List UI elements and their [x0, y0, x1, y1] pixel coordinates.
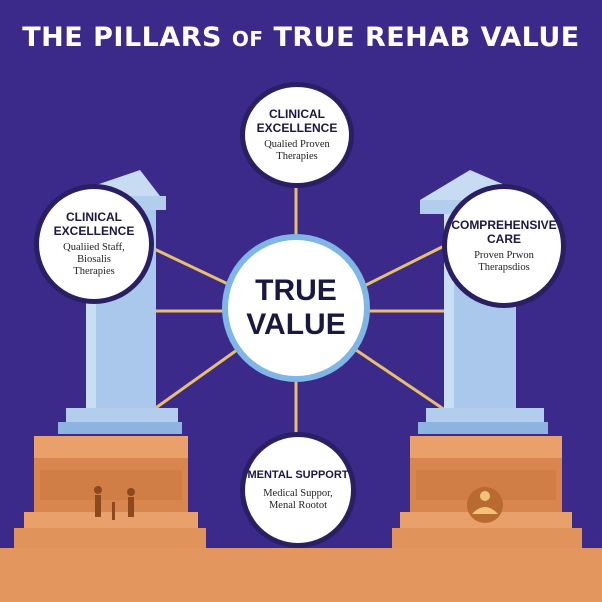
right-pedestal	[392, 436, 582, 548]
floor	[0, 548, 602, 602]
title-part-2: OF	[231, 27, 264, 51]
therapy-figures-icon	[94, 486, 135, 520]
center-line-1: TRUE	[255, 274, 337, 307]
left-pillar-base	[66, 408, 178, 422]
node-right-comprehensive-care: COMPREHENSIVE CARE Proven Prwon Therapsd…	[442, 184, 566, 308]
node-left-clinical-excellence: CLINICAL EXCELLENCE Qualiied Staff, Bios…	[34, 184, 154, 304]
node-bottom-mental-support: MENTAL SUPPORT Medical Suppor, Menal Roo…	[240, 432, 356, 548]
connector-lower-left	[149, 348, 238, 414]
node-left-heading-2: EXCELLENCE	[53, 224, 135, 238]
node-left-sub-2: Biosalis	[77, 254, 111, 265]
connector-lower-right	[355, 348, 449, 414]
left-pedestal	[14, 436, 206, 548]
node-top-sub-2: Therapies	[276, 151, 318, 162]
node-right-heading-1: COMPREHENSIVE	[451, 218, 557, 232]
node-left-heading-1: CLINICAL	[66, 210, 122, 224]
connector-right	[365, 242, 449, 287]
node-top-sub-1: Qualied Proven	[264, 139, 330, 150]
node-right-sub-1: Proven Prwon	[474, 250, 534, 261]
connector-left	[147, 244, 231, 287]
node-top-heading-1: CLINICAL	[269, 107, 325, 121]
node-right-sub-2: Therapsdios	[478, 262, 530, 273]
right-pillar-base	[426, 408, 544, 422]
page-title: THE PILLARS OF TRUE REHAB VALUE	[0, 22, 602, 53]
node-bottom-sub-1: Medical Suppor,	[263, 488, 333, 499]
node-left-sub-1: Qualiied Staff,	[63, 242, 125, 253]
node-left-sub-3: Therapies	[73, 266, 115, 277]
node-bottom-sub-2: Menal Rootot	[268, 500, 328, 511]
node-right-heading-2: CARE	[486, 232, 521, 246]
meditating-figure-icon	[467, 487, 503, 523]
center-line-2: VALUE	[246, 308, 346, 341]
title-part-1: THE PILLARS	[22, 22, 222, 53]
node-top-heading-2: EXCELLENCE	[256, 121, 338, 135]
title-part-3: TRUE REHAB VALUE	[273, 22, 580, 53]
node-top-clinical-excellence: CLINICAL EXCELLENCE Qualied Proven Thera…	[240, 82, 354, 188]
center-true-value: TRUE VALUE	[222, 234, 370, 382]
node-bottom-heading-1: MENTAL SUPPORT	[247, 469, 349, 481]
